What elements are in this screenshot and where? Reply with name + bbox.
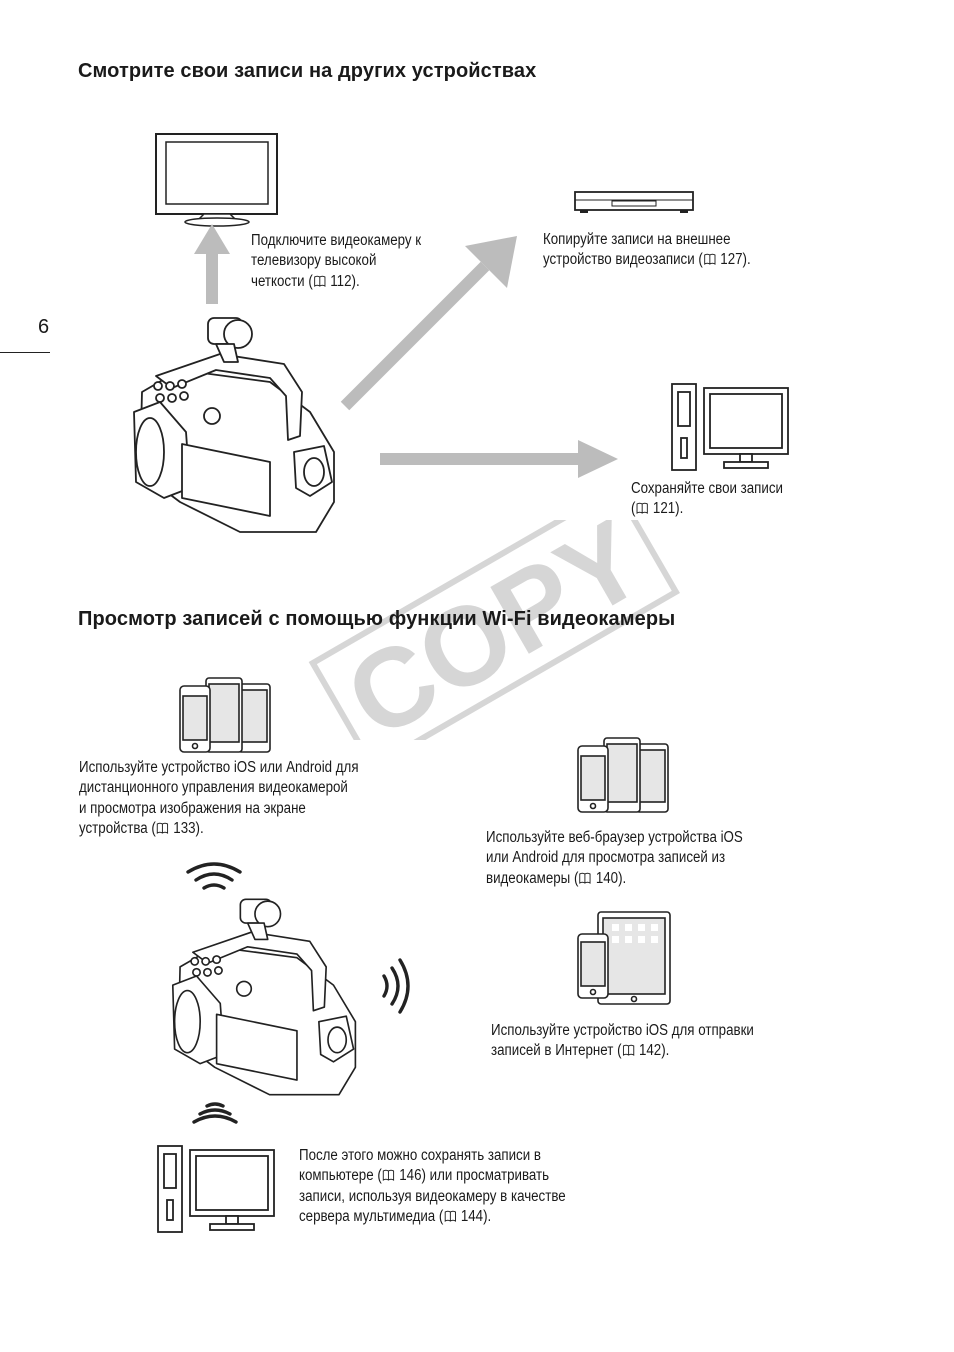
page-number-rule: [0, 352, 50, 353]
section-title-wifi: Просмотр записей с помощью функции Wi-Fi…: [78, 608, 676, 630]
arrow-to-computer: [380, 440, 618, 478]
smartphones-icon: [577, 737, 669, 813]
arrow-to-recorder: [340, 236, 517, 411]
ios-android-caption: Используйте устройство iOS или Android д…: [79, 759, 359, 838]
book-icon: [636, 502, 648, 515]
section-title-other-devices: Смотрите свои записи на других устройств…: [78, 60, 537, 82]
phone-and-tablet-icon: [577, 911, 671, 1005]
book-icon: [383, 1169, 395, 1182]
arrow-to-tv: [194, 224, 230, 304]
computer-icon: [671, 383, 789, 471]
pc-caption: Сохраняйте свои записи ( 121).: [631, 480, 783, 518]
tv-icon: [155, 133, 278, 227]
book-icon: [579, 872, 591, 884]
wifi-waves-icon: [186, 862, 242, 890]
media-server-caption: После этого можно сохранять записи в ком…: [299, 1147, 566, 1226]
book-icon: [704, 253, 716, 266]
upload-caption: Используйте устройство iOS для отправки …: [491, 1022, 754, 1060]
wifi-waves-icon: [382, 958, 410, 1014]
book-icon: [314, 275, 326, 287]
smartphones-icon: [179, 677, 271, 753]
book-icon: [622, 1044, 635, 1057]
camcorder-icon: [133, 317, 335, 533]
wifi-waves-icon: [192, 1102, 238, 1124]
computer-icon: [157, 1145, 275, 1233]
browser-caption: Используйте веб-браузер устройства iOS и…: [486, 829, 743, 887]
camcorder-icon: [171, 898, 357, 1096]
page-number: 6: [38, 316, 50, 338]
book-icon: [157, 822, 169, 835]
book-icon: [444, 1210, 456, 1223]
disc-recorder-icon: [574, 191, 694, 213]
recorder-caption: Копируйте записи на внешнее устройство в…: [543, 231, 751, 269]
tv-caption: Подключите видеокамеру к телевизору высо…: [251, 232, 422, 290]
